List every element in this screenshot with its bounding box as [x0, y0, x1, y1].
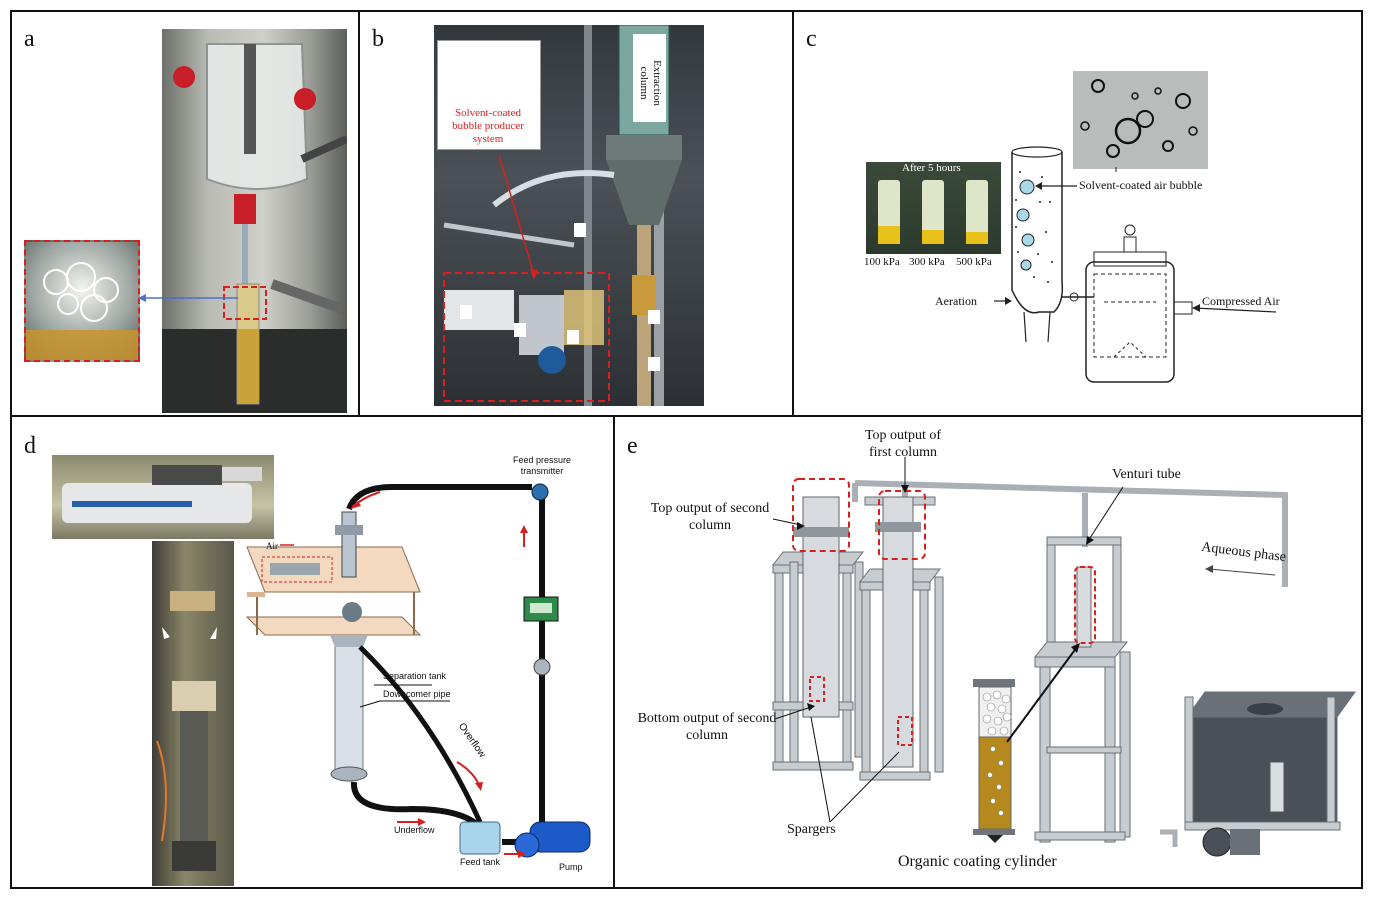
syringe-photo [52, 455, 274, 539]
syringe-pump [62, 465, 262, 523]
bubble-micrograph [1080, 79, 1198, 158]
downcomer-label: Downcomer pipe [383, 689, 451, 699]
pump-label: Pump [559, 862, 583, 872]
panel-d: d [10, 415, 615, 889]
column-rig-photo [156, 591, 216, 871]
pressure-2: 300 kPa [909, 256, 945, 268]
venturi-label: Venturi tube [1112, 467, 1181, 482]
panel-a: a [10, 10, 360, 417]
feed-pressure-label: Feed pressure transmitter [512, 455, 572, 476]
panel-label-a: a [24, 26, 35, 52]
apparatus-illustration [162, 43, 347, 413]
vial-photo [866, 162, 1001, 254]
callout-text: Solvent-coated bubble producer system [452, 107, 524, 145]
pressure-3: 500 kPa [956, 256, 992, 268]
separation-tank-label: Separation tank [383, 671, 447, 681]
panel-a-photo [162, 29, 347, 413]
underflow-label: Underflow [394, 825, 435, 835]
vials [878, 180, 988, 244]
pressure-1: 100 kPa [864, 256, 900, 268]
column-label-box [633, 34, 666, 122]
top-first-label: Top output of first column [864, 428, 941, 460]
organic-label: Organic coating cylinder [898, 853, 1057, 870]
inset-arrow [138, 294, 238, 302]
top-second-label: Top output of second column [650, 501, 770, 533]
bubble-cluster [26, 262, 138, 360]
column-photo [152, 541, 234, 886]
bottom-second-label: Bottom output of second column [637, 711, 777, 743]
vial-caption: After 5 hours [902, 162, 961, 174]
panel-a-inset [24, 240, 140, 362]
panel-c: c After 5 hours 100 kPa 300 kPa 500 kPa [792, 10, 1363, 417]
panel-b: b [358, 10, 794, 417]
panel-label-d: d [24, 433, 36, 459]
extraction-columns-3d [771, 457, 1356, 857]
air-label: Air [266, 541, 278, 551]
panel-label-c: c [806, 26, 817, 52]
callout-box [437, 40, 541, 150]
feed-tank-label: Feed tank [460, 857, 501, 867]
panel-e: e [613, 415, 1363, 889]
micrograph [1073, 71, 1208, 169]
panel-label-b: b [372, 26, 384, 52]
spargers-label: Spargers [787, 822, 836, 837]
aeration-label: Aeration [935, 294, 977, 308]
column-label: Extraction column [638, 60, 663, 106]
panel-label-e: e [627, 433, 638, 459]
bubble-label: Solvent-coated air bubble [1079, 178, 1203, 192]
bubble-generator-schematic [994, 146, 1277, 383]
flow-loop-schematic [162, 483, 591, 858]
compressed-air-label: Compressed Air [1202, 294, 1280, 308]
